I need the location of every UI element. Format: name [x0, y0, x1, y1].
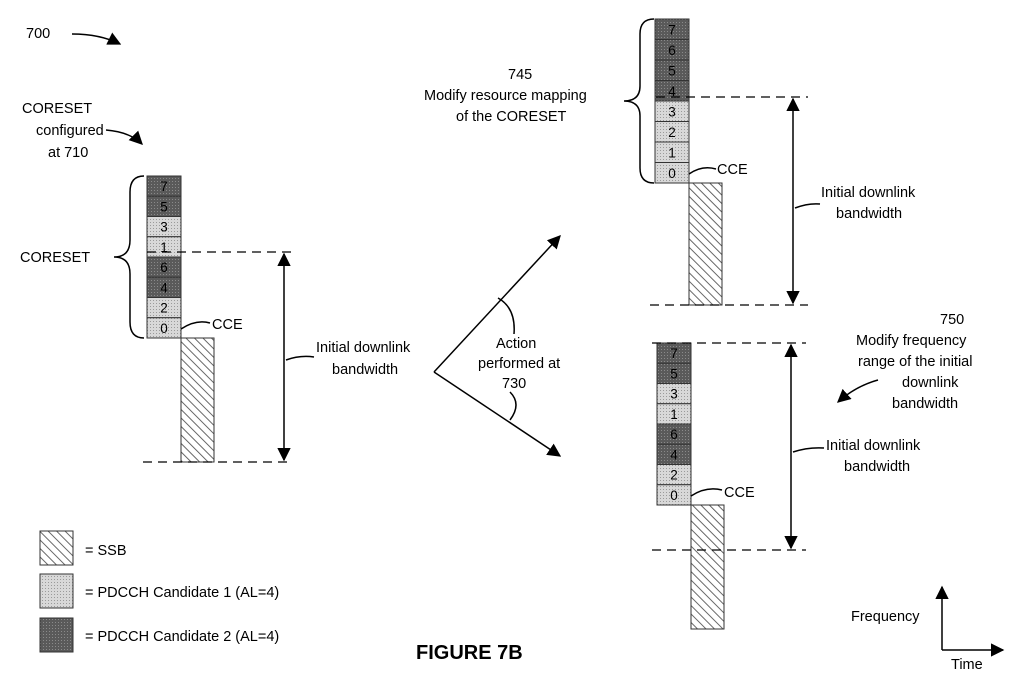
tr-cce-number-4: 4 [668, 84, 676, 99]
coreset-brace [113, 175, 145, 339]
tr-cce-number-2: 2 [668, 125, 676, 140]
configured-arrow [105, 129, 143, 145]
br-bw-label-line1: Initial downlink [826, 438, 921, 454]
action-arrows: Action performed at 730 [433, 235, 562, 457]
left-cce-label: CCE [212, 317, 243, 333]
br-ref-arrow [836, 379, 879, 403]
br-cce-number-0: 0 [670, 488, 678, 503]
left-cce-number-0: 0 [160, 321, 168, 336]
tr-ref-line2: Modify resource mapping [424, 88, 587, 104]
br-bw-label-line2: bandwidth [844, 459, 910, 475]
left-cce-pointer [180, 321, 211, 330]
legend-label-candidate-1: = PDCCH Candidate 1 (AL=4) [85, 585, 279, 601]
br-ref-line3: range of the initial [858, 354, 972, 370]
left-cce-number-6: 6 [160, 260, 168, 275]
left-bw-label-line1: Initial downlink [316, 340, 411, 356]
tr-cce-number-6: 6 [668, 43, 676, 58]
br-cce-pointer [690, 488, 723, 497]
left-ssb-block [180, 337, 215, 463]
top-right-panel: 745 Modify resource mapping of the CORES… [424, 18, 916, 306]
figure-ref-label: 700 [26, 26, 50, 42]
action-label-line1: Action [496, 336, 536, 352]
br-cce-number-2: 2 [670, 468, 678, 483]
legend: = SSB = PDCCH Candidate 1 (AL=4) = PDCCH… [39, 530, 279, 653]
legend-label-ssb: = SSB [85, 543, 127, 559]
legend-swatch-candidate-1 [39, 573, 74, 609]
tr-bw-label-line2: bandwidth [836, 206, 902, 222]
br-cce-number-5: 5 [670, 366, 678, 381]
tr-cce-pointer [688, 167, 717, 175]
left-bw-label-line2: bandwidth [332, 362, 398, 378]
action-arrow-down [433, 371, 562, 457]
tr-cce-cell-0 [654, 162, 690, 184]
action-leader-up [497, 297, 515, 335]
br-cce-number-1: 1 [670, 407, 678, 422]
left-bw-leader [285, 355, 315, 361]
tr-coreset-stack: 7 6 5 4 3 2 1 0 [654, 18, 690, 184]
br-ref-line4: downlink [902, 375, 959, 391]
left-cce-number-2: 2 [160, 301, 168, 316]
br-coreset-stack: 7 5 3 1 6 4 2 0 [656, 342, 692, 506]
time-axis-label: Time [951, 657, 983, 673]
br-ssb-block [690, 504, 725, 630]
action-label-line3: 730 [502, 376, 526, 392]
legend-swatch-ssb [39, 530, 74, 566]
legend-swatch-candidate-2 [39, 617, 74, 653]
left-cce-cell-0 [146, 317, 182, 339]
figure-ref-arrow [71, 32, 122, 45]
br-cce-label: CCE [724, 485, 755, 501]
left-coreset-stack: 7 5 3 1 6 4 2 0 [146, 175, 182, 339]
frequency-axis-label: Frequency [851, 609, 920, 625]
figure-title: FIGURE 7B [416, 642, 523, 664]
br-cce-number-7: 7 [670, 346, 678, 361]
tr-cce-label: CCE [717, 162, 748, 178]
tr-bw-label-line1: Initial downlink [821, 185, 916, 201]
action-arrow-up [433, 235, 561, 373]
action-leader-down [509, 391, 517, 421]
br-cce-number-3: 3 [670, 387, 678, 402]
br-cce-cell-0 [656, 484, 692, 506]
configured-label-line1: CORESET [22, 101, 92, 117]
left-cce-number-5: 5 [160, 199, 168, 214]
tr-ssb-block [688, 182, 723, 306]
br-ref-line2: Modify frequency [856, 333, 967, 349]
br-cce-number-6: 6 [670, 427, 678, 442]
bottom-right-panel: 750 Modify frequency range of the initia… [652, 312, 972, 630]
tr-cce-number-1: 1 [668, 145, 676, 160]
tr-bw-leader [794, 203, 821, 209]
br-ref-line1: 750 [940, 312, 964, 328]
tr-ref-line1: 745 [508, 67, 532, 83]
action-label-line2: performed at [478, 356, 560, 372]
left-cce-number-1: 1 [160, 240, 168, 255]
axes-indicator: Frequency Time [851, 585, 1005, 673]
left-cce-number-7: 7 [160, 179, 168, 194]
left-cce-number-3: 3 [160, 220, 168, 235]
left-cce-number-4: 4 [160, 280, 168, 295]
br-ref-line5: bandwidth [892, 396, 958, 412]
br-cce-number-4: 4 [670, 447, 678, 462]
configured-label-line2: configured [36, 123, 104, 139]
configured-label-line3: at 710 [48, 145, 88, 161]
br-bw-leader [792, 447, 825, 453]
tr-cce-number-0: 0 [668, 166, 676, 181]
left-panel: CORESET configured at 710 CORESET 7 5 3 1 6 4… [20, 101, 411, 463]
tr-ref-line3: of the CORESET [456, 109, 567, 125]
tr-cce-number-3: 3 [668, 104, 676, 119]
legend-label-candidate-2: = PDCCH Candidate 2 (AL=4) [85, 629, 279, 645]
coreset-label: CORESET [20, 250, 90, 266]
tr-coreset-brace [623, 18, 655, 184]
tr-cce-number-7: 7 [668, 22, 676, 37]
tr-cce-number-5: 5 [668, 63, 676, 78]
